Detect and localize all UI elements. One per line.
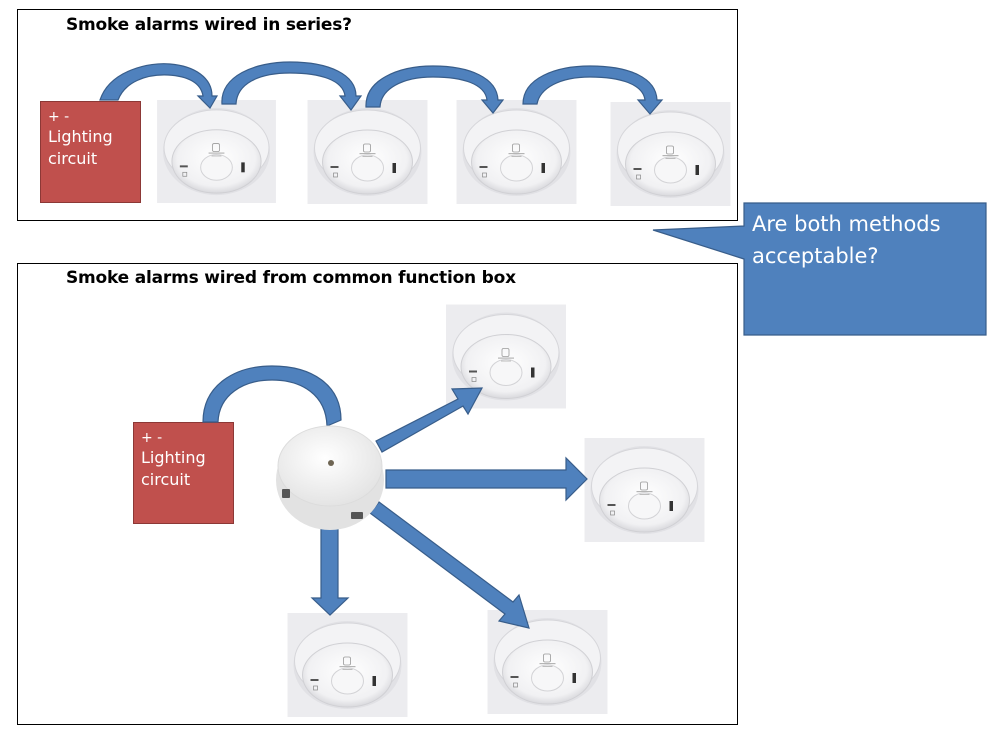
series-smoke-alarm-1 xyxy=(156,100,277,203)
junction-arrow-to-top-alarm xyxy=(375,387,484,453)
callout-text: Are both methods acceptable? xyxy=(752,208,941,272)
callout-shape xyxy=(652,202,987,336)
junction-smoke-alarm-right xyxy=(584,438,705,542)
junction-lighting-circuit-box: + - Lighting circuit xyxy=(133,422,234,524)
source-label-line2: circuit xyxy=(48,149,98,168)
junction-panel-title: Smoke alarms wired from common function … xyxy=(66,268,516,288)
series-arrow-2 xyxy=(221,61,363,112)
polarity-label: + - xyxy=(48,109,70,125)
junction-arrow-to-bottom-left-alarm xyxy=(310,527,350,616)
series-panel-title: Smoke alarms wired in series? xyxy=(66,15,352,35)
callout-line-2: acceptable? xyxy=(752,244,879,268)
junction-feed-arrow xyxy=(202,365,342,427)
source-label-line1: Lighting xyxy=(141,448,206,467)
junction-smoke-alarm-bottom-right xyxy=(487,610,608,714)
junction-arrow-to-right-alarm xyxy=(385,456,588,502)
series-arrow-1 xyxy=(99,63,219,109)
series-smoke-alarm-3 xyxy=(456,100,577,204)
junction-smoke-alarm-bottom-left xyxy=(287,613,408,717)
source-label-line2: circuit xyxy=(141,470,191,489)
series-arrow-4 xyxy=(522,65,664,115)
junction-box xyxy=(276,425,384,530)
series-smoke-alarm-4 xyxy=(610,102,731,206)
callout-line-1: Are both methods xyxy=(752,212,941,236)
series-arrow-3 xyxy=(365,65,505,114)
source-label-line1: Lighting xyxy=(48,127,113,146)
polarity-label: + - xyxy=(141,430,163,446)
series-smoke-alarm-2 xyxy=(307,100,428,204)
junction-arrow-to-bottom-right-alarm xyxy=(369,501,530,629)
series-lighting-circuit-box: + - Lighting circuit xyxy=(40,101,141,203)
